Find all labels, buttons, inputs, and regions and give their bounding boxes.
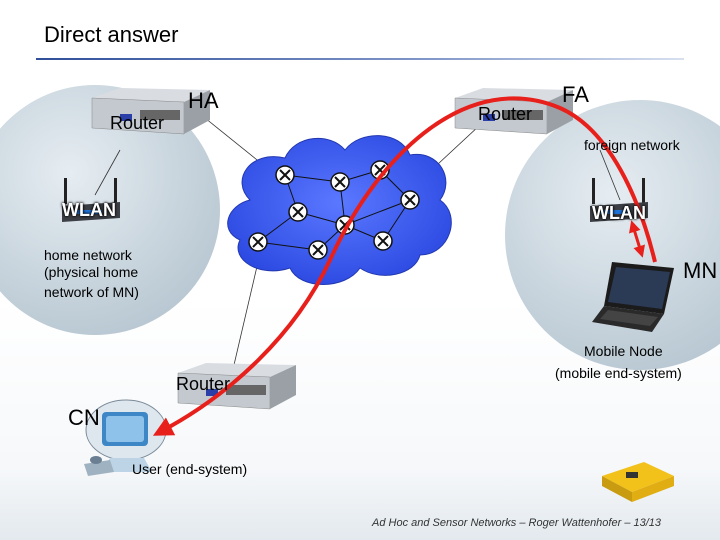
cn-label: CN: [68, 405, 100, 430]
ha-label: HA: [188, 88, 219, 113]
router-cn-label: Router: [176, 374, 231, 394]
wlan-link-arrow: [629, 220, 645, 258]
desktop-computer-icon: [84, 399, 167, 476]
foreign-network-label: foreign network: [584, 137, 680, 153]
network-switch-node-icon: [308, 240, 328, 260]
mn-label: MN: [683, 258, 718, 283]
mobile-node-sub: (mobile end-system): [555, 365, 682, 381]
home-network-sub1: (physical home: [44, 264, 139, 280]
router-fa-label: Router: [478, 104, 533, 124]
network-switch-node-icon: [330, 172, 350, 192]
network-switch-node-icon: [248, 232, 268, 252]
wlan-access-point-icon: [62, 178, 120, 222]
user-label-main: User: [132, 461, 162, 477]
title-rule: [36, 58, 684, 60]
router-icon: [454, 88, 573, 135]
user-label-sub: (end-system): [165, 461, 248, 477]
cloud-icon: [227, 135, 452, 285]
home-network-label: home network: [44, 247, 132, 263]
fa-label: FA: [562, 82, 589, 107]
network-switch-node-icon: [400, 190, 420, 210]
wlan-access-point-icon: [590, 178, 648, 222]
sensor-device-icon: [602, 462, 674, 502]
router-ha-label: Router: [110, 113, 165, 133]
user-label: User (end-system): [132, 461, 247, 477]
wlan-home-label: WLAN: [62, 200, 116, 220]
network-switch-node-icon: [288, 202, 308, 222]
mobile-node-label: Mobile Node: [584, 343, 663, 359]
network-switch-node-icon: [373, 231, 393, 251]
network-switch-node-icon: [275, 165, 295, 185]
wlan-foreign-label: WLAN: [592, 203, 646, 223]
laptop-icon: [592, 262, 674, 332]
home-network-sub2: network of MN): [44, 284, 139, 300]
router-icon: [91, 88, 210, 135]
slide-title: Direct answer: [44, 22, 179, 47]
direct-answer-arrow: [152, 96, 657, 436]
footer: Ad Hoc and Sensor Networks – Roger Watte…: [372, 517, 662, 529]
